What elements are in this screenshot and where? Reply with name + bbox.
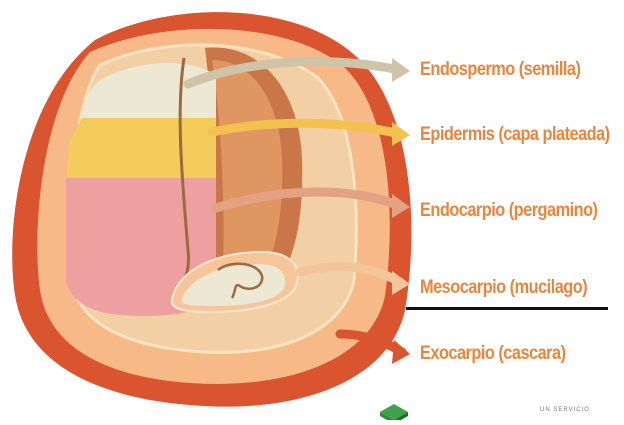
arrowhead-exocarpio [392,340,410,364]
footer-caption: UN SERVICIO [540,407,590,413]
green-cube-logo [380,404,408,420]
mesocarpio-highlight-underline [406,307,608,310]
label-endocarpio: Endocarpio (pergamino) [420,200,597,222]
label-epidermis: Epidermis (capa plateada) [420,124,610,146]
label-endospermo: Endospermo (semilla) [420,59,580,81]
silver-skin-band [66,118,216,178]
label-exocarpio: Exocarpio (cascara) [420,343,566,365]
arrowhead-endospermo [392,58,410,82]
label-mesocarpio: Mesocarpio (mucilago) [420,277,587,299]
